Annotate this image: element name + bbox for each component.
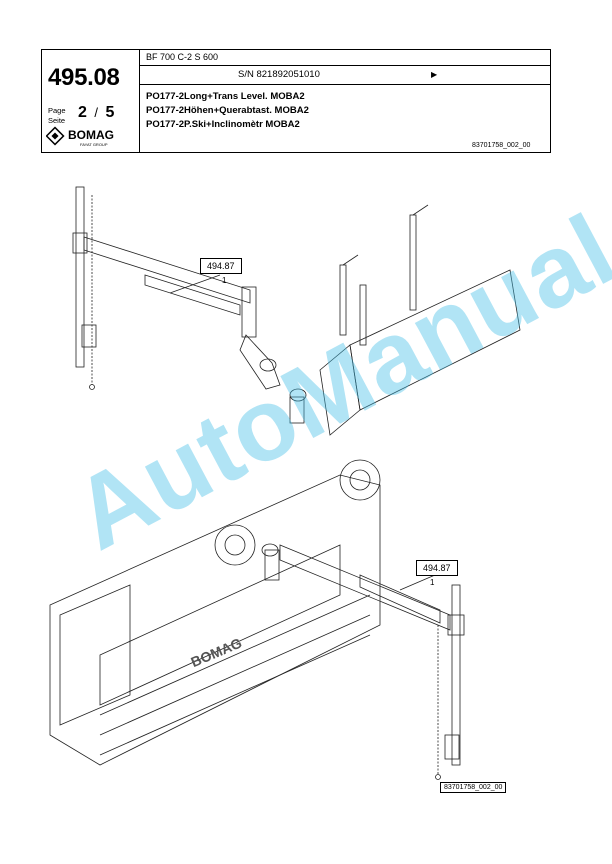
play-arrow-icon: ▶ (431, 70, 438, 79)
leader-line-2 (399, 574, 436, 591)
bomag-logo: BOMAG FAYAT GROUP (46, 126, 114, 147)
title-de: PO177-2Höhen+Querabtast. MOBA2 (146, 105, 309, 116)
page-number: 2 / 5 (78, 104, 114, 122)
exploded-view-drawing: BOMAG (49, 186, 521, 780)
left-sensor-pole (72, 186, 97, 390)
header-divider (140, 84, 550, 85)
serial-number: S/N 821892051010 (238, 69, 320, 80)
title-en: PO177-2Long+Trans Level. MOBA2 (146, 91, 305, 102)
screed-top-plate (319, 269, 521, 436)
drawing-ref-header: 83701758_002_00 (472, 142, 531, 149)
page-current: 2 (78, 104, 87, 121)
callout-item-lower: 1 (430, 578, 435, 587)
height-cranks (339, 204, 429, 346)
brand-sub: FAYAT GROUP (80, 142, 108, 147)
title-fr: PO177-2P.Ski+Inclinomètr MOBA2 (146, 119, 300, 130)
model-name: BF 700 C-2 S 600 (146, 52, 219, 62)
callout-ref-lower: 494.87 (416, 560, 458, 576)
page-label-de: Seite (48, 116, 66, 125)
page-total: 5 (105, 104, 115, 121)
callout-ref-upper: 494.87 (200, 258, 242, 274)
header-id-block: 495.08 Page Seite 2 / 5 BOMAG FAYAT GROU… (42, 50, 140, 152)
right-sensor-arm (261, 543, 451, 631)
left-sensor-arm (83, 236, 307, 424)
part-titles: PO177-2Long+Trans Level. MOBA2 PO177-2Hö… (146, 90, 309, 132)
page-label-en: Page (48, 106, 66, 115)
machine-brand-label: BOMAG (188, 634, 244, 670)
page-separator: / (94, 105, 98, 120)
callout-item-upper: 1 (222, 276, 227, 285)
drawing-ref-bottom: 83701758_002_00 (440, 782, 507, 793)
page-label: Page Seite (48, 106, 66, 126)
right-sensor-pole (435, 584, 465, 780)
document-header: 495.08 Page Seite 2 / 5 BOMAG FAYAT GROU… (41, 49, 551, 153)
brand-name: BOMAG (68, 128, 114, 142)
model-row: BF 700 C-2 S 600 (140, 50, 550, 66)
doc-number: 495.08 (48, 64, 120, 91)
leader-line-1 (169, 274, 221, 294)
